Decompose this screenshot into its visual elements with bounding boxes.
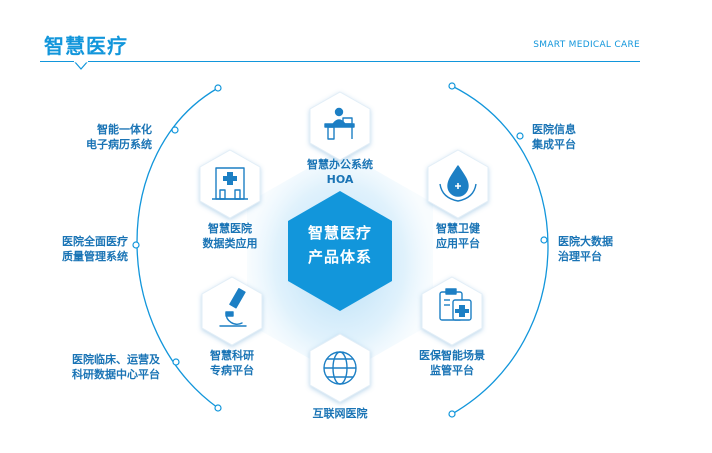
module-hospital-data-label: 智慧医院 数据类应用: [202, 222, 258, 250]
center-title-line2: 产品体系: [307, 248, 372, 266]
module-health-label: 智慧卫健 应用平台: [436, 222, 480, 250]
header-divider: [40, 61, 640, 63]
center-title: 智慧医疗 产品体系: [290, 221, 390, 269]
left-arc-node: [214, 84, 222, 92]
page-title: 智慧医疗: [44, 34, 128, 58]
center-hexagon: [288, 191, 392, 311]
module-internet-label: 互联网医院: [312, 407, 368, 420]
hex-research: [201, 276, 263, 346]
header-pointer-icon: [74, 61, 88, 70]
left-arc-node: [172, 358, 180, 366]
left-label-emr: 智能一体化 电子病历系统: [86, 123, 152, 151]
module-research-label: 智慧科研 专病平台: [210, 349, 254, 377]
microscope-icon: [219, 288, 247, 327]
right-arc-node: [448, 410, 456, 418]
medical-clipboard-icon: [439, 288, 472, 321]
left-label-clinical: 医院临床、运营及 科研数据中心平台: [72, 353, 160, 381]
right-arc-node: [516, 132, 524, 140]
hex-insurance: [421, 276, 483, 346]
globe-icon: [323, 351, 357, 385]
right-label-integration: 医院信息 集成平台: [532, 123, 576, 151]
left-arc-node: [171, 126, 179, 134]
left-arc-node: [214, 404, 222, 412]
right-arc: [451, 85, 549, 415]
hand-drop-icon: [439, 165, 477, 202]
module-office-label: 智慧办公系统 HOA: [307, 158, 373, 186]
right-label-bigdata: 医院大数据 治理平台: [558, 235, 613, 263]
right-arc-node: [540, 236, 548, 244]
module-insurance-label: 医保智能场景 监管平台: [419, 349, 485, 377]
hospital-building-icon: [212, 167, 248, 200]
left-arc-node: [132, 241, 140, 249]
right-arc-node: [448, 82, 456, 90]
center-title-line1: 智慧医疗: [307, 224, 372, 242]
page-subtitle: SMART MEDICAL CARE: [533, 40, 640, 50]
left-label-quality: 医院全面医疗 质量管理系统: [62, 235, 128, 263]
office-desk-icon: [324, 107, 355, 140]
